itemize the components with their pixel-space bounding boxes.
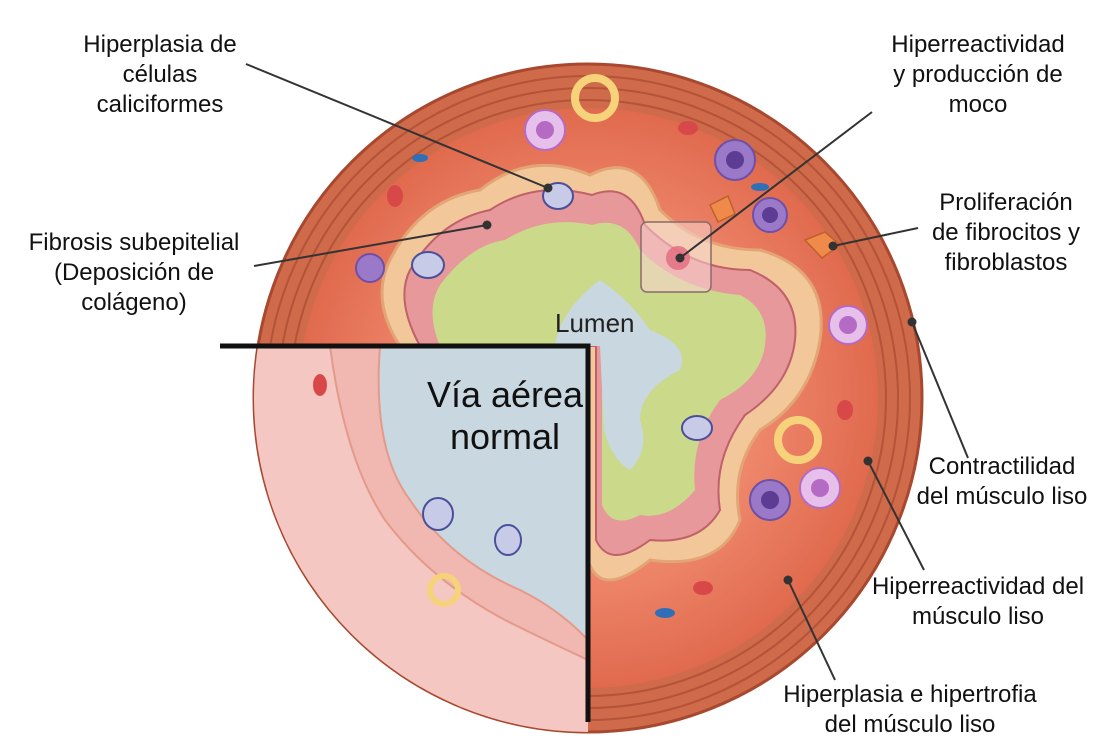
label-mucus-hyperreactivity: Hiperreactividad y producción de moco: [858, 30, 1098, 120]
label-subepithelial-fibrosis: Fibrosis subepitelial (Deposición de col…: [0, 228, 268, 318]
label-goblet-hyperplasia: Hiperplasia de células caliciformes: [40, 30, 280, 120]
label-lumen: Lumen: [555, 308, 635, 339]
label-smooth-muscle-hyperreactivity: Hiperreactividad del músculo liso: [852, 572, 1104, 632]
label-fibrocyte-proliferation: Proliferación de fibrocitos y fibroblast…: [908, 188, 1104, 278]
eosinophil-cell: [356, 254, 384, 282]
label-normal-airway: Vía aérea normal: [420, 374, 590, 458]
label-smooth-muscle-contractility: Contractilidad del músculo liso: [900, 452, 1104, 512]
label-smooth-muscle-hyperplasia: Hiperplasia e hipertrofia del músculo li…: [760, 680, 1060, 740]
